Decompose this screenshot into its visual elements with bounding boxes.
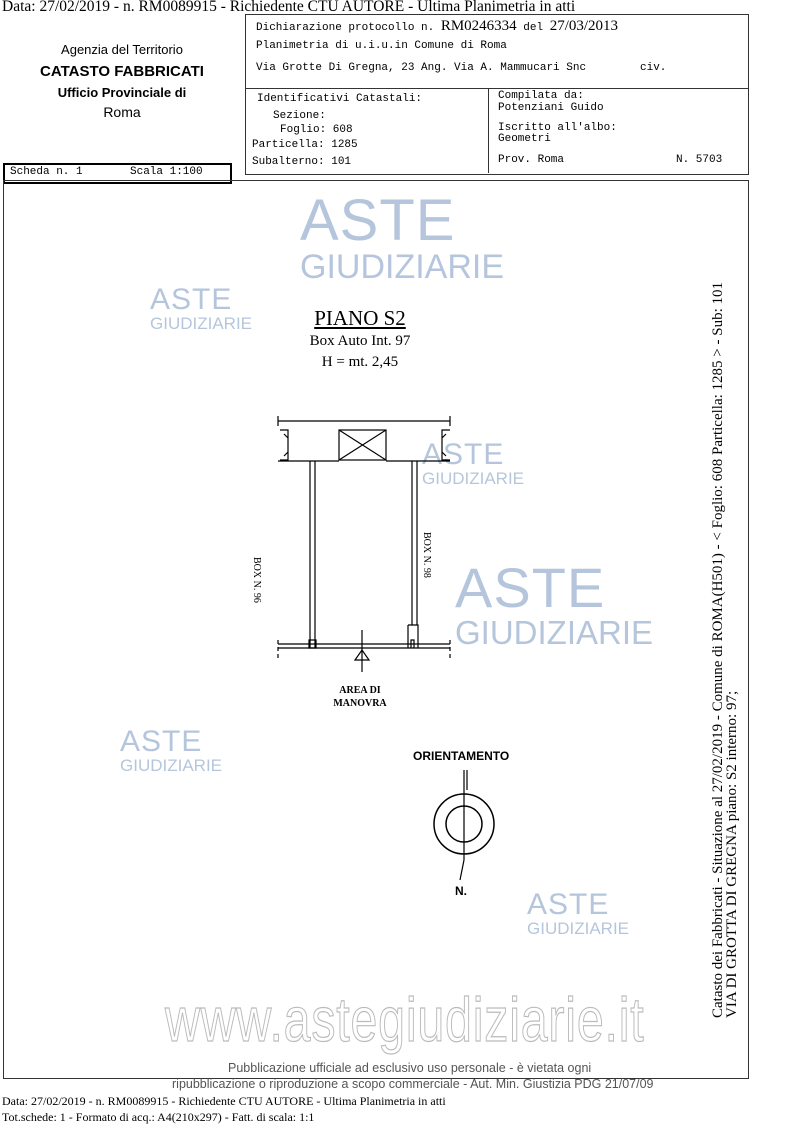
particella: Particella: 1285 <box>252 139 358 151</box>
footer-line-1: Data: 27/02/2019 - n. RM0089915 - Richie… <box>2 1094 446 1108</box>
protocol-label: Dichiarazione protocollo n. <box>256 22 435 34</box>
left-window <box>280 429 289 461</box>
left-wall <box>309 461 316 648</box>
orientation-label: ORIENTAMENTO <box>413 749 510 763</box>
drawing-frame <box>3 180 749 1079</box>
subalterno: Subalterno: 101 <box>252 156 352 168</box>
side-info-line-2: VIA DI GROTTA DI GREGNA piano: S2 intern… <box>724 690 740 1018</box>
planimetria-line: Planimetria di u.i.u.in Comune di Roma <box>256 40 507 52</box>
area-label-2: MANOVRA <box>333 698 387 709</box>
scala: Scala 1:100 <box>130 166 203 178</box>
albo-number: N. 5703 <box>676 154 723 166</box>
watermark-url: www.astegiudiziarie.it <box>165 985 645 1055</box>
civ-label: civ. <box>640 62 667 74</box>
prov: Prov. Roma <box>498 154 565 166</box>
header-vdivider <box>488 88 489 173</box>
header-divider <box>245 88 748 89</box>
north-label: N. <box>455 884 467 898</box>
plan-title: PIANO S2 <box>314 306 406 330</box>
albo-label: Iscritto all'albo: <box>498 122 617 134</box>
top-info-line: Data: 27/02/2019 - n. RM0089915 - Richie… <box>2 0 576 15</box>
foglio: Foglio: 608 <box>280 124 353 136</box>
compilata-name: Potenziani Guido <box>498 102 604 114</box>
footer-line-2: Tot.schede: 1 - Formato di acq.: A4(210x… <box>2 1110 315 1124</box>
compilata-label: Compilata da: <box>498 90 584 102</box>
publication-notice-1: Pubblicazione ufficiale ad esclusivo uso… <box>228 1061 592 1075</box>
del-label: del <box>523 22 544 34</box>
publication-notice-2: ripubblicazione o riproduzione a scopo c… <box>172 1077 654 1091</box>
agency-office: Ufficio Provinciale di <box>57 85 187 100</box>
plan-subtitle: Box Auto Int. 97 <box>309 333 411 349</box>
vent-box <box>338 429 387 461</box>
box-left-label: BOX N. 96 <box>251 557 262 603</box>
sezione: Sezione: <box>273 110 326 122</box>
agency-catasto: CATASTO FABBRICATI <box>40 63 204 80</box>
agency-city: Roma <box>103 104 141 120</box>
protocol-line: Dichiarazione protocollo n. RM0246334 de… <box>256 18 618 35</box>
albo-value: Geometri <box>498 133 551 145</box>
scheda-box: Scheda n. 1 Scala 1:100 <box>3 163 232 184</box>
agency-name: Agenzia del Territorio <box>61 42 183 57</box>
box-right-label: BOX N. 98 <box>421 532 432 578</box>
identificativi-label: Identificativi Catastali: <box>257 93 423 105</box>
protocol-number: RM0246334 <box>440 18 517 34</box>
header-box <box>245 14 749 175</box>
right-wall <box>411 461 418 625</box>
bottom-wall <box>278 643 450 649</box>
protocol-date: 27/03/2013 <box>549 18 619 34</box>
plan-height: H = mt. 2,45 <box>321 354 399 370</box>
area-label-1: AREA DI <box>339 685 381 696</box>
address-line: Via Grotte Di Gregna, 23 Ang. Via A. Mam… <box>256 62 587 74</box>
scheda-number: Scheda n. 1 <box>10 166 83 178</box>
right-window <box>441 429 450 461</box>
